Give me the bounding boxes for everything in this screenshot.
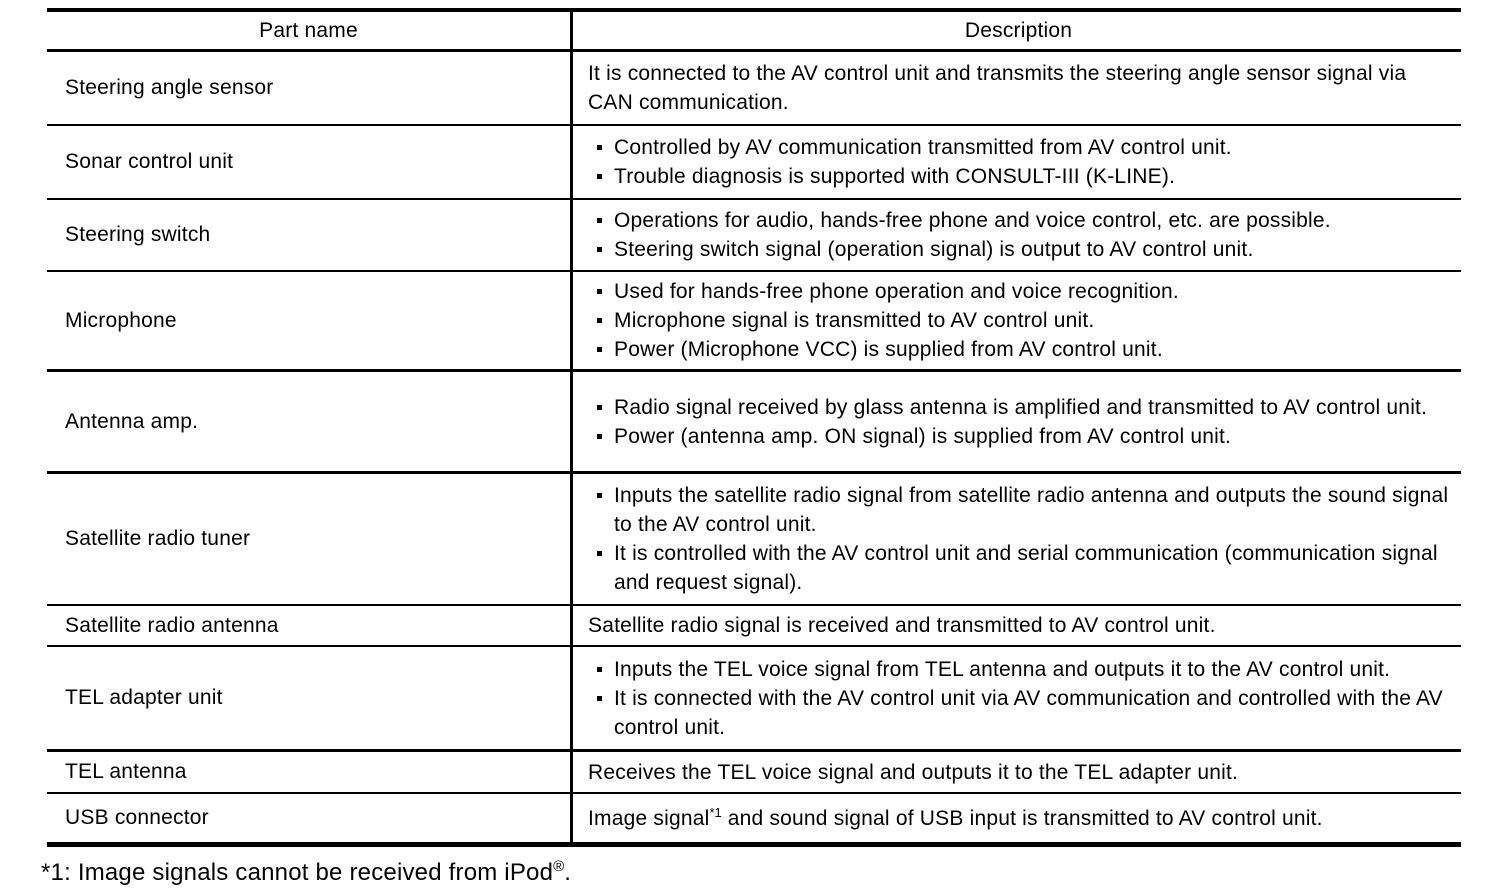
description-list: Inputs the TEL voice signal from TEL ant…: [588, 655, 1449, 742]
part-name-text: Satellite radio antenna: [65, 613, 279, 637]
description-cell: Receives the TEL voice signal and output…: [570, 752, 1461, 792]
footnote: *1: Image signals cannot be received fro…: [41, 859, 1461, 887]
description-bullet: Trouble diagnosis is supported with CONS…: [588, 162, 1449, 191]
description-text: Image signal*1 and sound signal of USB i…: [588, 804, 1449, 833]
description-list: Used for hands-free phone operation and …: [588, 277, 1449, 364]
table-row-tel-adapter-unit: TEL adapter unit Inputs the TEL voice si…: [47, 647, 1461, 752]
description-text: Receives the TEL voice signal and output…: [588, 760, 1239, 784]
description-cell: Image signal*1 and sound signal of USB i…: [570, 794, 1461, 842]
part-name-text: Satellite radio tuner: [65, 527, 251, 550]
table-row-antenna-amp: Antenna amp. Radio signal received by gl…: [47, 372, 1461, 474]
document-page: Part name Description Steering angle sen…: [41, 8, 1461, 887]
description-text-suffix: and sound signal of USB input is transmi…: [721, 806, 1323, 830]
part-name-cell: TEL antenna: [47, 752, 570, 792]
table-row-satellite-radio-tuner: Satellite radio tuner Inputs the satelli…: [47, 474, 1461, 606]
part-name-header-label: Part name: [259, 18, 358, 42]
description-cell: Controlled by AV communication transmitt…: [570, 126, 1461, 198]
description-bullet: Inputs the satellite radio signal from s…: [588, 481, 1449, 539]
description-text: It is connected to the AV control unit a…: [588, 62, 1407, 114]
description-list: Operations for audio, hands-free phone a…: [588, 206, 1449, 264]
description-cell: It is connected to the AV control unit a…: [570, 52, 1461, 124]
table-row-tel-antenna: TEL antenna Receives the TEL voice signa…: [47, 752, 1461, 794]
part-name-header-cell: Part name: [47, 12, 570, 49]
description-bullet: Radio signal received by glass antenna i…: [588, 393, 1449, 422]
description-text-prefix: Image signal: [588, 806, 710, 830]
description-bullet: Operations for audio, hands-free phone a…: [588, 206, 1449, 235]
description-list: Radio signal received by glass antenna i…: [588, 393, 1449, 451]
description-cell: Inputs the satellite radio signal from s…: [570, 474, 1461, 604]
part-name-text: Antenna amp.: [65, 409, 199, 433]
part-name-cell: Steering switch: [47, 200, 570, 270]
table-row-steering-switch: Steering switch Operations for audio, ha…: [47, 200, 1461, 272]
description-bullet: Microphone signal is transmitted to AV c…: [588, 306, 1449, 335]
part-name-cell: Microphone: [47, 272, 570, 369]
table-row-steering-angle-sensor: Steering angle sensor It is connected to…: [47, 52, 1461, 126]
description-bullet: Power (antenna amp. ON signal) is suppli…: [588, 422, 1449, 451]
description-bullet: Inputs the TEL voice signal from TEL ant…: [588, 655, 1449, 684]
part-name-text: TEL antenna: [65, 760, 187, 783]
description-cell: Operations for audio, hands-free phone a…: [570, 200, 1461, 270]
table-header-row: Part name Description: [47, 12, 1461, 52]
table-row-satellite-radio-antenna: Satellite radio antenna Satellite radio …: [47, 606, 1461, 647]
description-bullet: It is controlled with the AV control uni…: [588, 539, 1449, 597]
description-bullet: Used for hands-free phone operation and …: [588, 277, 1449, 306]
part-name-cell: Steering angle sensor: [47, 52, 570, 124]
footnote-text: *1: Image signals cannot be received fro…: [41, 859, 554, 886]
part-name-cell: TEL adapter unit: [47, 647, 570, 749]
table-row-sonar-control-unit: Sonar control unit Controlled by AV comm…: [47, 126, 1461, 200]
footnote-reference-marker: *1: [709, 804, 722, 820]
footnote-period: .: [564, 859, 572, 886]
description-cell: Inputs the TEL voice signal from TEL ant…: [570, 647, 1461, 749]
description-bullet: Controlled by AV communication transmitt…: [588, 133, 1449, 162]
part-name-cell: Satellite radio antenna: [47, 606, 570, 645]
part-name-cell: Antenna amp.: [47, 372, 570, 471]
part-name-text: Microphone: [65, 308, 177, 332]
description-bullet: Power (Microphone VCC) is supplied from …: [588, 335, 1449, 364]
part-name-text: USB connector: [65, 806, 209, 829]
part-name-cell: Sonar control unit: [47, 126, 570, 198]
parts-description-table: Part name Description Steering angle sen…: [47, 8, 1461, 847]
description-bullet: Steering switch signal (operation signal…: [588, 235, 1449, 264]
description-header-label: Description: [964, 19, 1073, 42]
part-name-cell: Satellite radio tuner: [47, 474, 570, 604]
description-list: Controlled by AV communication transmitt…: [588, 133, 1449, 191]
description-text: Satellite radio signal is received and t…: [588, 614, 1216, 637]
part-name-text: Steering angle sensor: [65, 76, 274, 99]
description-cell: Used for hands-free phone operation and …: [570, 272, 1461, 369]
description-bullet: It is connected with the AV control unit…: [588, 684, 1449, 742]
description-list: Inputs the satellite radio signal from s…: [588, 481, 1449, 597]
description-cell: Satellite radio signal is received and t…: [570, 606, 1461, 645]
part-name-text: TEL adapter unit: [65, 686, 223, 709]
part-name-text: Steering switch: [65, 223, 211, 246]
part-name-text: Sonar control unit: [65, 150, 234, 173]
table-row-usb-connector: USB connector Image signal*1 and sound s…: [47, 794, 1461, 842]
table-row-microphone: Microphone Used for hands-free phone ope…: [47, 272, 1461, 372]
registered-trademark-symbol: ®: [553, 858, 565, 875]
description-header-cell: Description: [570, 12, 1461, 49]
description-cell: Radio signal received by glass antenna i…: [570, 372, 1461, 471]
part-name-cell: USB connector: [47, 794, 570, 842]
